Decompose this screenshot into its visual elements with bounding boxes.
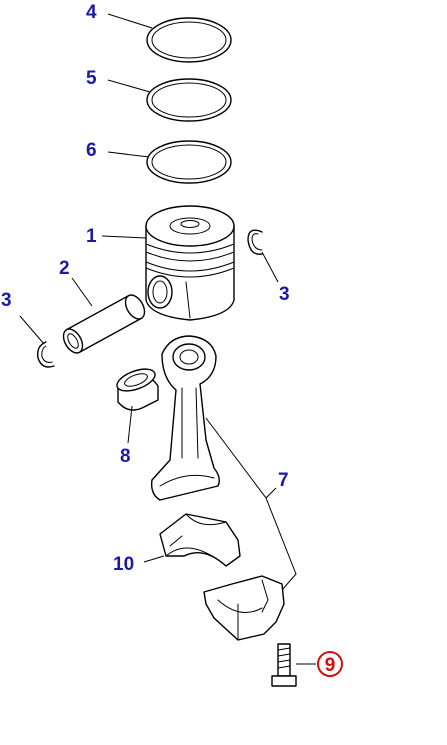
bolt-highlight-badge: 9: [317, 651, 343, 677]
label-ring-oil: 6: [86, 140, 97, 161]
label-bearing: 10: [113, 554, 134, 575]
label-piston: 1: [86, 226, 97, 247]
label-ring-second: 5: [86, 68, 97, 89]
piston[interactable]: [101, 205, 235, 321]
label-snap-ring-left: 3: [1, 290, 12, 311]
connecting-rod-bolt[interactable]: [271, 643, 316, 687]
label-snap-ring-right: 3: [279, 284, 290, 305]
label-bushing: 8: [120, 446, 131, 467]
small-end-bushing[interactable]: [114, 365, 159, 444]
label-connecting-rod: 7: [278, 470, 289, 491]
connecting-rod-cap[interactable]: [203, 575, 285, 641]
connecting-rod-bearing[interactable]: [143, 513, 241, 567]
piston-ring-second[interactable]: [107, 78, 232, 122]
label-ring-top: 4: [86, 2, 97, 23]
piston-ring-top[interactable]: [107, 13, 232, 63]
label-bolt: 9: [325, 655, 336, 676]
label-piston-pin: 2: [59, 258, 70, 279]
connecting-rod[interactable]: [150, 335, 297, 591]
piston-ring-oil[interactable]: [107, 140, 232, 184]
snap-ring-left[interactable]: [19, 315, 55, 368]
piston-pin[interactable]: [60, 277, 149, 356]
snap-ring-right[interactable]: [247, 229, 279, 283]
